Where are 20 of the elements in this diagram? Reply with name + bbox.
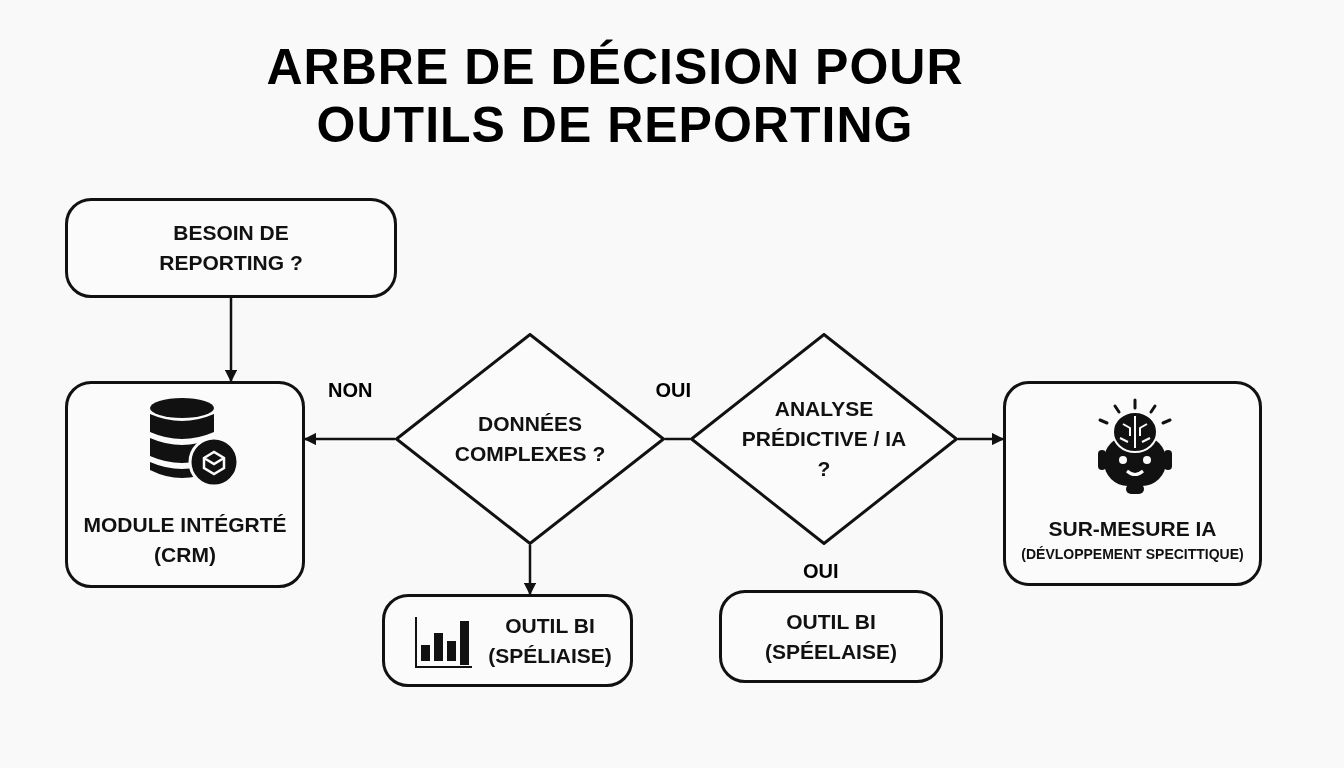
connector-line xyxy=(665,437,690,441)
node-subtext: (DÉVLOPPEMENT SPECITTIQUE) xyxy=(1021,544,1244,564)
node-text: SUR-MESURE IA xyxy=(1048,515,1217,542)
process-box xyxy=(719,590,943,683)
node-text: OUTIL BI (SPÉLIAISE) xyxy=(487,612,613,669)
node-text: DONNÉES COMPLEXES ? xyxy=(453,411,607,467)
arrow xyxy=(303,432,395,446)
node-text: MODULE INTÉGRTÉ (CRM) xyxy=(82,511,288,568)
node-text: OUTIL BI (SPÉELAISE) xyxy=(764,608,898,665)
process-box xyxy=(65,198,397,298)
arrow xyxy=(523,545,537,596)
diagram-title: ARBRE DE DÉCISION POUR OUTILS DE REPORTING xyxy=(265,38,965,154)
process-box xyxy=(65,381,305,588)
node-text: ANALYSE PRÉDICTIVE / IA ? xyxy=(740,396,908,482)
node-text: BESOIN DE REPORTING ? xyxy=(158,220,304,276)
arrow xyxy=(224,298,238,383)
arrow xyxy=(958,432,1005,446)
process-box xyxy=(1003,381,1262,586)
decision-diamond xyxy=(690,333,958,545)
process-box xyxy=(382,594,633,687)
